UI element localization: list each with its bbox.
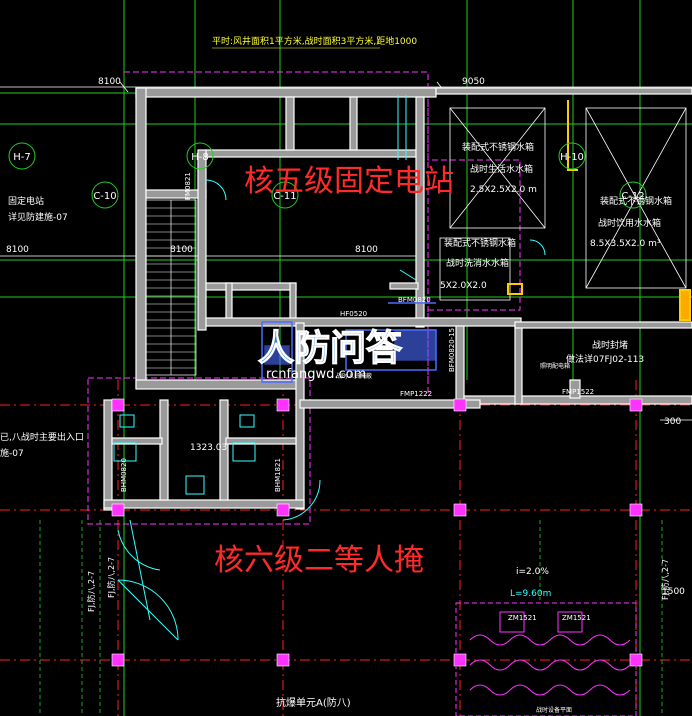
fh-left: FJ,防八,2-7 bbox=[86, 571, 96, 612]
seal-note: 战时封堵 bbox=[592, 339, 628, 351]
tank2-size: 8.5X3.5X2.0 m³ bbox=[590, 239, 661, 249]
door-fmp1222: FMP1222 bbox=[400, 390, 432, 398]
shelter-title: 核六级二等人掩 bbox=[214, 543, 424, 578]
dim-top-left: 8100 bbox=[98, 77, 121, 87]
axis-h10: H-10 bbox=[560, 152, 584, 163]
axis-labels: H-7 C-10 H-8 C-11 H-10 C-12 bbox=[13, 152, 644, 202]
column-marker bbox=[111, 398, 125, 412]
door-zm1521b: ZM1521 bbox=[562, 614, 591, 622]
door-labels: FMP1222 FMP1522 BFM0820 BFM0820-15 HF052… bbox=[120, 172, 594, 622]
column-marker bbox=[453, 653, 467, 667]
axis-h7: H-7 bbox=[13, 152, 31, 163]
dim-right-bottom: 1500 bbox=[662, 587, 685, 597]
annotations: 战时封堵 做法详07FJ02-113 1323.03 i=2.0% L=9.60… bbox=[86, 339, 670, 714]
small-note-a: 照明配电箱 bbox=[540, 362, 570, 370]
door-bhm-b: BHM1821 bbox=[274, 458, 282, 492]
door-bfm0820: BFM0820 bbox=[398, 296, 431, 304]
green-dashed bbox=[39, 520, 663, 716]
tank2-line1: 装配式不锈钢水箱 bbox=[600, 195, 672, 207]
watermark: 人防问答 rcnfangwd.com bbox=[257, 327, 403, 382]
axis-c10: C-10 bbox=[93, 191, 116, 202]
stair-steps bbox=[146, 207, 196, 369]
staircase bbox=[145, 199, 197, 376]
water-tanks bbox=[439, 107, 687, 301]
column-marker bbox=[629, 503, 643, 517]
dim-mid-left-a: 8100 bbox=[170, 245, 193, 255]
blue-elements bbox=[261, 302, 437, 383]
fh-left2: FJ,防八,2-7 bbox=[106, 557, 116, 598]
fh-right: FJ,防八,2-7 bbox=[660, 559, 670, 600]
door-bfm0820-15: BFM0820-15 bbox=[448, 328, 456, 372]
axis-c11: C-11 bbox=[273, 191, 296, 202]
tank1-line2: 战时生活水水箱 bbox=[470, 163, 533, 175]
tank1-line1: 装配式不锈钢水箱 bbox=[462, 141, 534, 153]
column-marker bbox=[453, 503, 467, 517]
column-markers bbox=[111, 398, 643, 667]
door-bhm-a: BHM0820 bbox=[120, 458, 128, 492]
door-hf0520: HF0520 bbox=[340, 310, 367, 318]
small-note-b: 战时人员掩蔽 bbox=[336, 372, 372, 380]
bottom-note: 战时设备平面 bbox=[536, 706, 572, 714]
slope-note: i=2.0% bbox=[516, 567, 549, 577]
door-fmp1522: FMP1522 bbox=[562, 388, 594, 396]
power-station-title: 核五级固定电站 bbox=[244, 164, 454, 199]
building-walls bbox=[103, 87, 692, 511]
column-marker bbox=[111, 653, 125, 667]
length-note: L=9.60m bbox=[510, 589, 551, 599]
left-notes: 固定电站 详见防建施-07 已,八战时主要出入口 施-07 bbox=[0, 195, 84, 459]
column-marker bbox=[276, 503, 290, 517]
dimension-texts: 8100 9050 8100 8100 8100 300 1500 bbox=[6, 77, 685, 597]
cyan-fixtures bbox=[113, 95, 546, 641]
column-marker bbox=[276, 398, 290, 412]
axis-c12: C-12 bbox=[621, 191, 644, 202]
tank3-line2: 战时洗消水水箱 bbox=[446, 257, 509, 269]
door-fm0821: FM0821 bbox=[184, 172, 192, 200]
dim-1323: 1323.03 bbox=[190, 443, 227, 453]
column-marker bbox=[276, 653, 290, 667]
door-zm1521a: ZM1521 bbox=[508, 614, 537, 622]
left-note-4: 施-07 bbox=[0, 447, 24, 459]
dim-top-right: 9050 bbox=[462, 77, 485, 87]
dim-mid-left-b: 8100 bbox=[6, 245, 29, 255]
tank2-line2: 战时饮用水水箱 bbox=[598, 217, 661, 229]
watermark-cn: 人防问答 bbox=[258, 328, 403, 369]
column-marker bbox=[111, 503, 125, 517]
left-note-1: 固定电站 bbox=[8, 195, 44, 207]
yellow-pipes bbox=[507, 100, 691, 321]
dim-mid-center: 8100 bbox=[355, 245, 378, 255]
unit-label: 抗爆单元A(防八) bbox=[276, 696, 351, 709]
left-note-3: 已,八战时主要出入口 bbox=[0, 431, 84, 443]
bottom-right-room bbox=[455, 602, 637, 716]
tank3-line1: 装配式不锈钢水箱 bbox=[444, 237, 516, 249]
tank-labels: 装配式不锈钢水箱 战时生活水水箱 2.5X2.5X2.0 m 装配式不锈钢水箱 … bbox=[440, 141, 672, 291]
left-note-2: 详见防建施-07 bbox=[8, 211, 68, 223]
tank1-size: 2.5X2.5X2.0 m bbox=[470, 185, 537, 195]
top-note: 平时:风井面积1平方米,战时面积3平方米,距地1000 bbox=[212, 35, 417, 47]
axis-h8: H-8 bbox=[191, 152, 209, 163]
seal-ref: 做法详07FJ02-113 bbox=[566, 353, 644, 365]
column-marker bbox=[453, 398, 467, 412]
watermark-url: rcnfangwd.com bbox=[266, 367, 366, 382]
axis-circles bbox=[8, 142, 647, 209]
column-marker bbox=[629, 398, 643, 412]
tank3-size: 5X2.0X2.0 bbox=[440, 281, 487, 291]
dim-right-edge: 300 bbox=[664, 417, 681, 427]
